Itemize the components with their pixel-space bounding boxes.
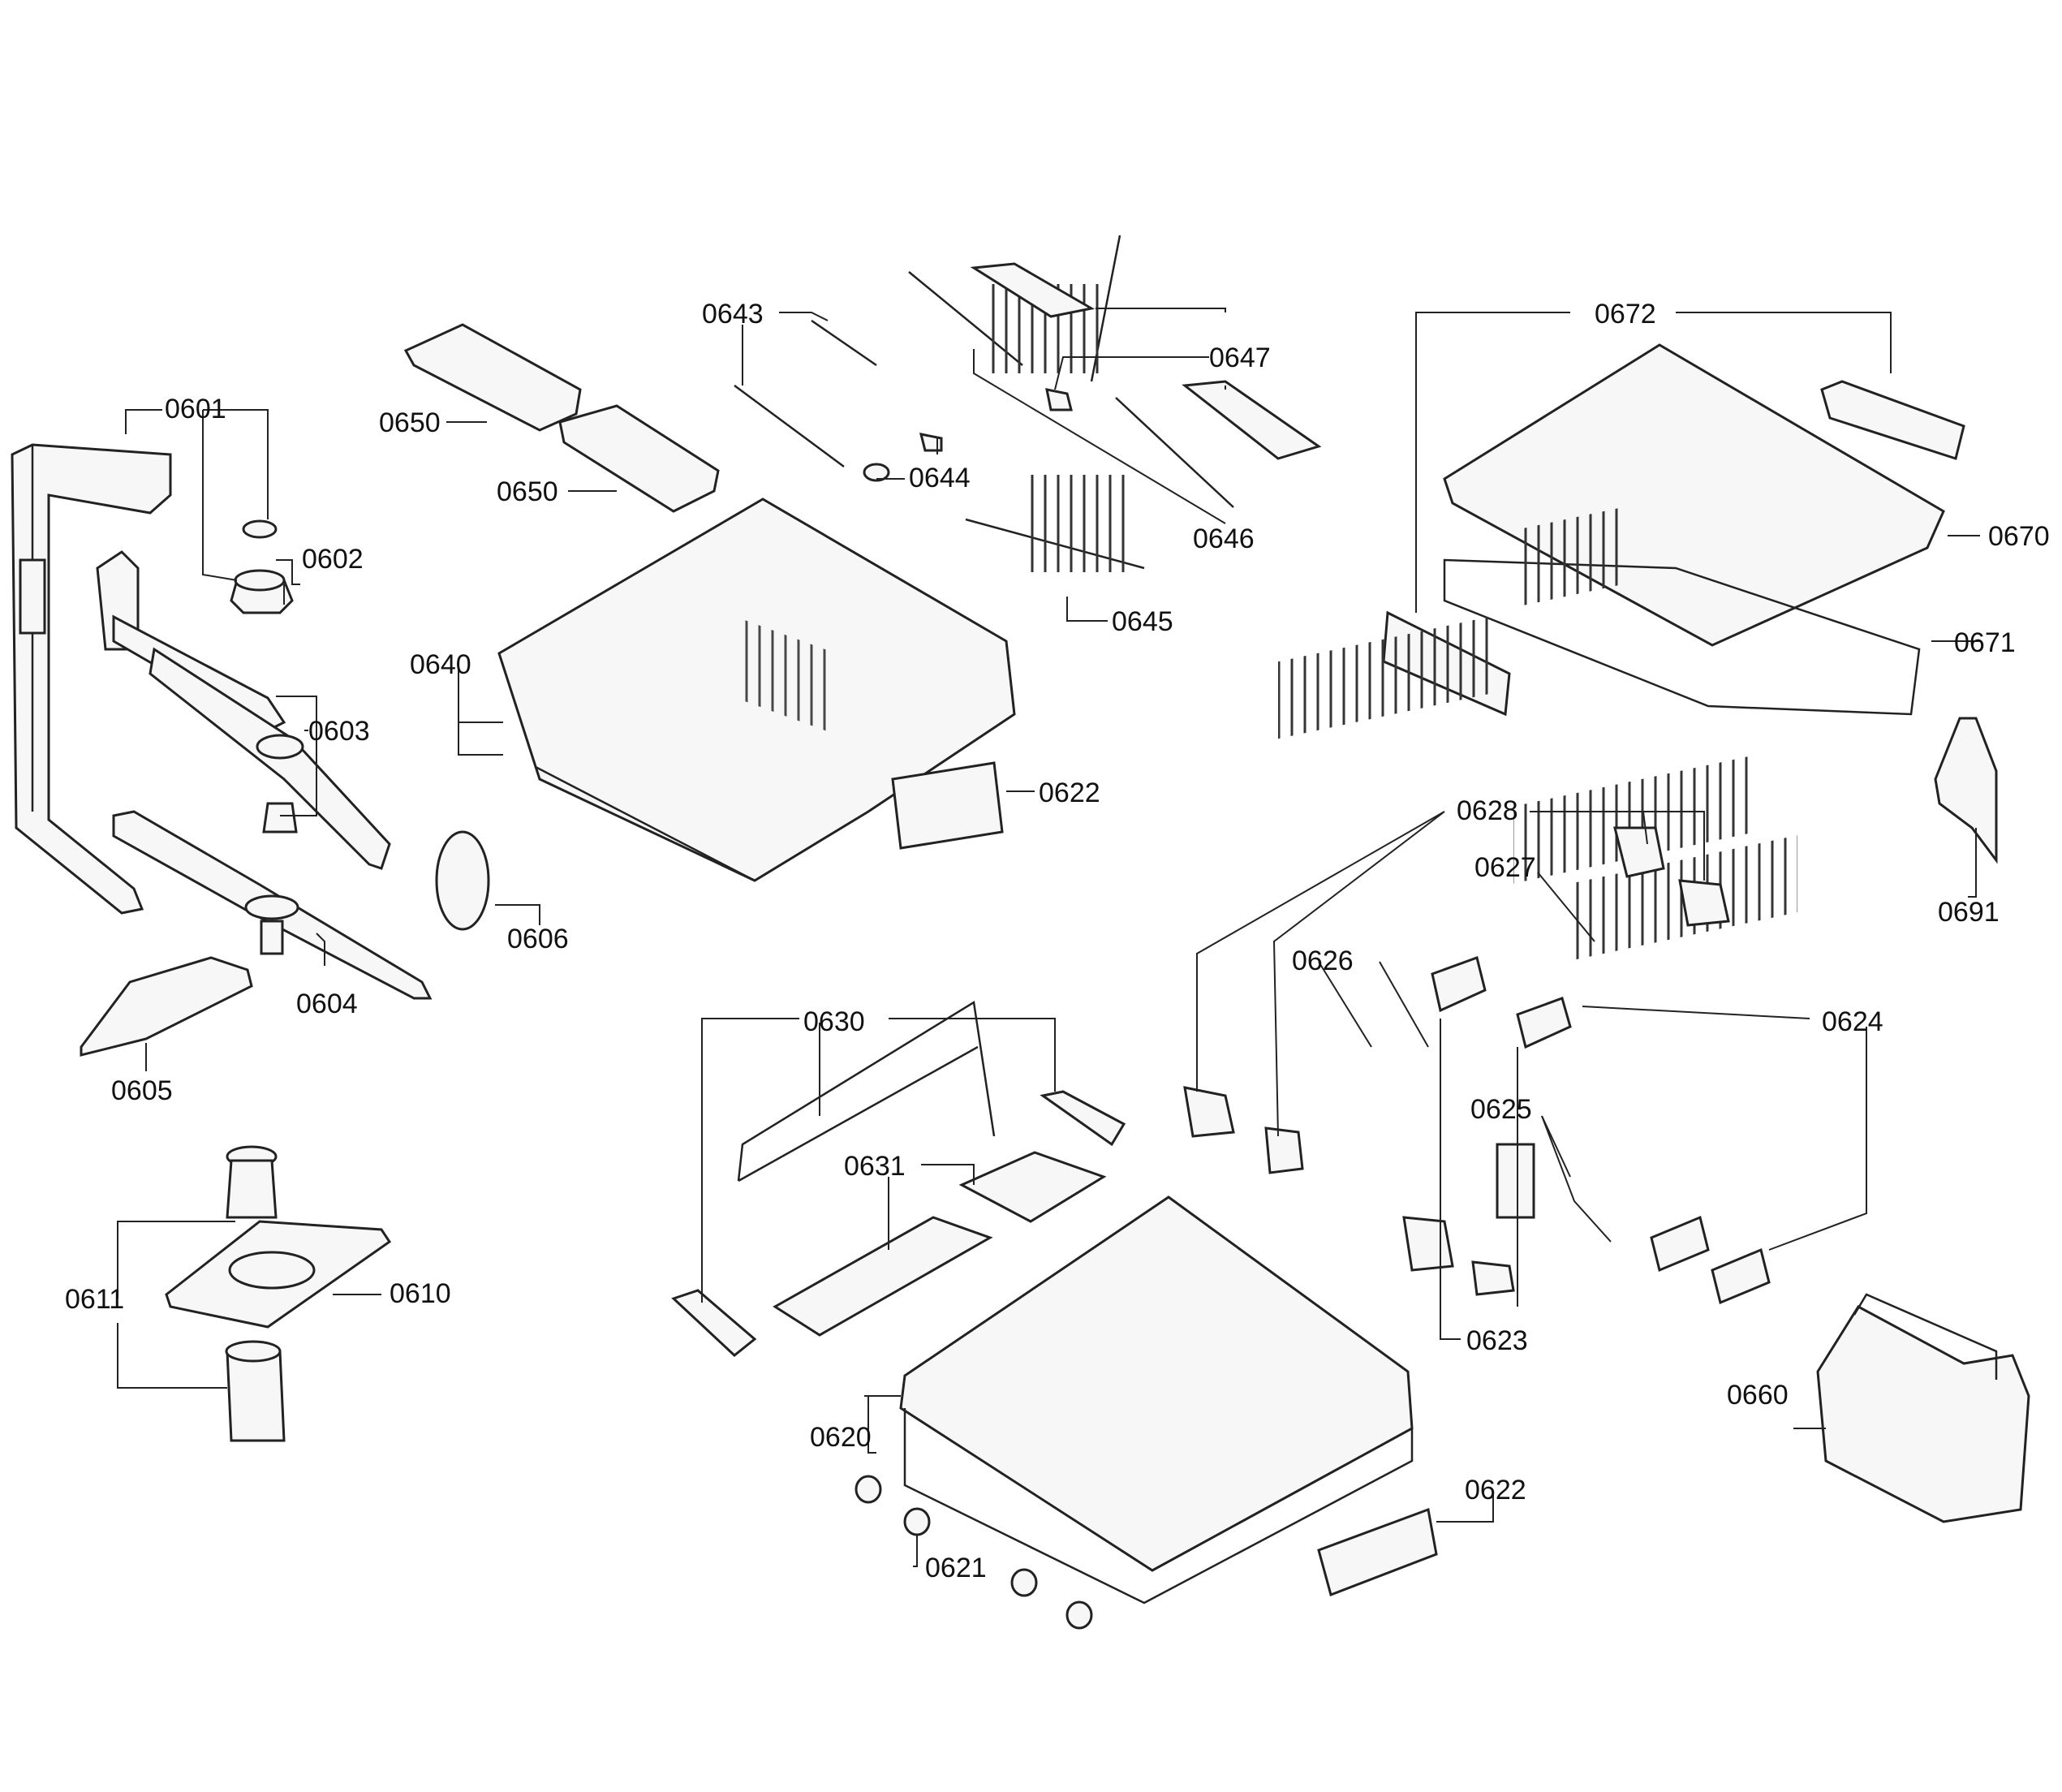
label-0645: 0645 [1112,606,1173,637]
label-0623: 0623 [1466,1325,1528,1356]
label-0627: 0627 [1474,852,1536,883]
part-lower-tine-rows [1183,506,1797,1296]
part-number-labels: 0601 0602 0603 0604 0605 0606 0610 0611 … [65,299,2050,1583]
part-filter-tray [80,956,253,1057]
label-0620: 0620 [810,1422,872,1453]
label-0622-lower: 0622 [1465,1475,1526,1506]
label-0671: 0671 [1954,627,2016,658]
label-0672: 0672 [1595,299,1656,330]
label-0630: 0630 [803,1006,865,1037]
label-0691: 0691 [1938,897,2000,928]
label-0631: 0631 [844,1151,906,1182]
leader-lines [117,308,1980,1567]
label-0621: 0621 [925,1553,987,1583]
part-hub-cap [230,519,294,614]
part-lower-rack-wheels [855,1475,1093,1630]
part-clip [1934,717,1998,864]
part-hinge-brackets [1431,826,1771,1305]
label-0606: 0606 [507,924,569,954]
part-disc [435,830,490,931]
part-cutlery-basket [1816,1293,2030,1523]
label-0604: 0604 [296,989,358,1019]
label-0646: 0646 [1193,523,1255,554]
label-0605: 0605 [111,1075,173,1106]
label-0650-upper: 0650 [379,407,441,438]
label-0660: 0660 [1727,1380,1789,1411]
label-0640: 0640 [410,649,471,680]
label-0650-lower: 0650 [497,476,558,507]
label-0602: 0602 [302,544,364,575]
label-0643: 0643 [702,299,764,330]
label-0670: 0670 [1988,521,2050,552]
label-0622-upper: 0622 [1039,778,1100,808]
label-0625: 0625 [1470,1094,1532,1125]
part-wire-rod-and-shelves [671,1000,1126,1357]
label-0647: 0647 [1209,342,1271,373]
part-tine-rows [734,235,1322,734]
label-0611: 0611 [65,1284,124,1315]
part-handles [1317,1507,1438,1596]
part-lower-rack [899,1195,1414,1605]
part-supply-pipe [11,443,172,915]
label-0610: 0610 [390,1278,451,1309]
label-0628: 0628 [1457,795,1518,826]
label-0644: 0644 [909,463,971,493]
part-upper-spray-arm [96,550,391,870]
label-0603: 0603 [308,716,370,747]
label-0624: 0624 [1822,1006,1883,1037]
label-0626: 0626 [1292,946,1354,976]
part-sump-filter [165,1145,392,1442]
part-cup-shelves [403,323,720,513]
label-0601: 0601 [165,394,226,424]
part-lower-spray-arm [112,810,433,1000]
